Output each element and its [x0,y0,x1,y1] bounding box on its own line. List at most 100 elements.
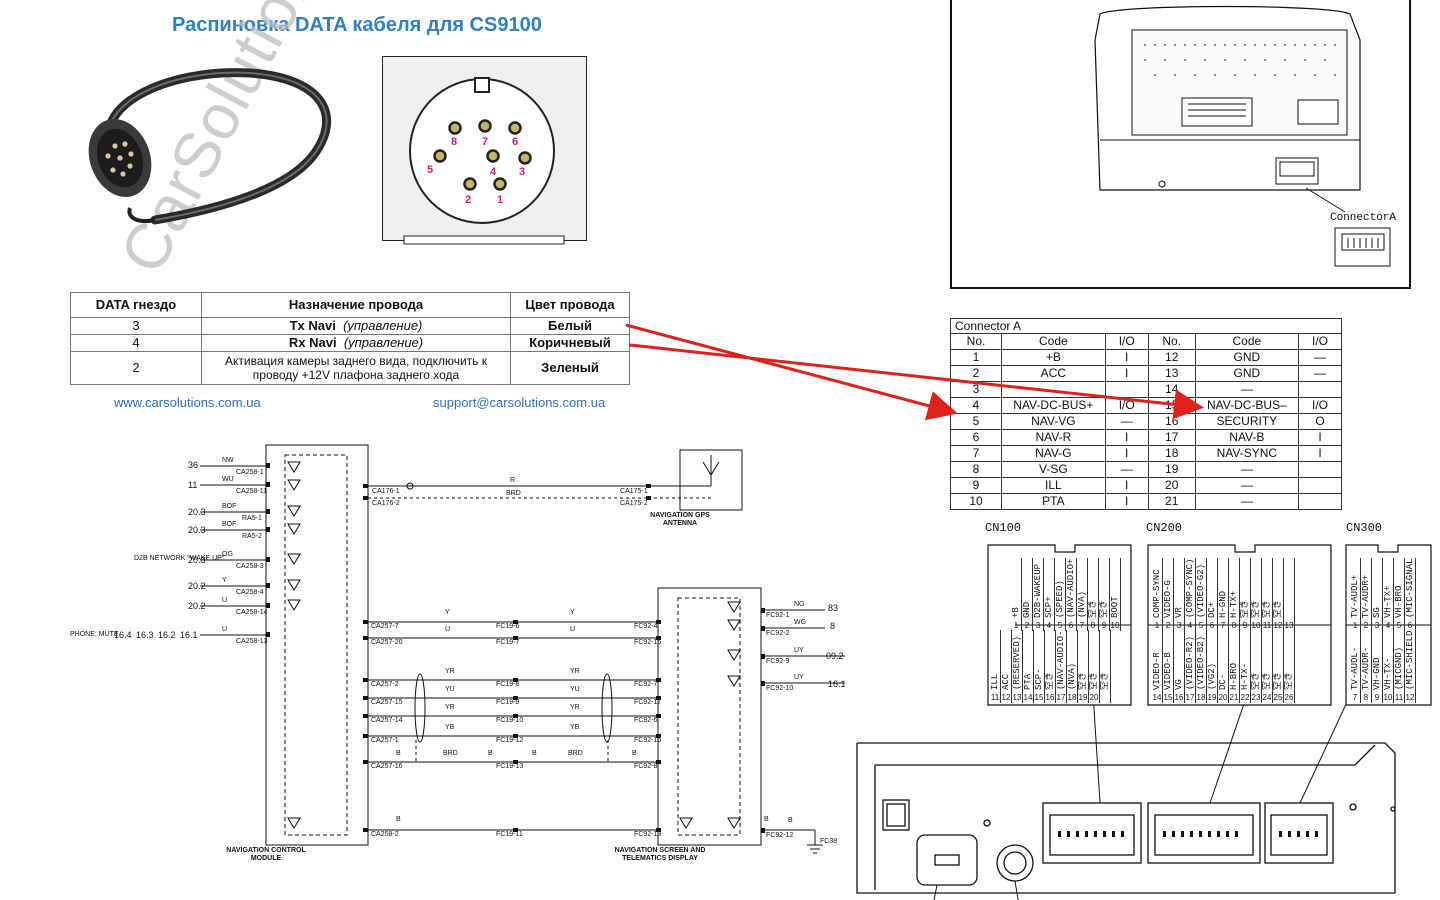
pin-no: 10 [950,493,1002,510]
cn100-bottom-pin: (RESERVED)13 [1012,630,1023,703]
connector-a-label: ConnectorA [1330,212,1397,224]
pin-number: 18 [1196,692,1207,703]
connector-a-caption: Connector A [950,318,1342,333]
pin-label: +B [1011,558,1022,620]
pin-signal-name: VR [1174,607,1184,618]
pin-number: 17 [1185,692,1196,703]
pin-label: H-GND [1218,558,1229,620]
wire-color: B [396,750,401,757]
pin-signal-name: (MIC-SIGNAL) [1405,558,1415,618]
pin-label: 空き [1045,630,1056,692]
connector-tag: 16.3 [136,630,154,640]
pin-signal-name: D2B-WAKEUP [1033,563,1043,618]
connector-tag: 16.4 [114,630,132,640]
pin-io: I [1298,445,1342,462]
pin-signal-name: (VIDEO-G2) [1196,563,1206,618]
pin-io: I [1104,477,1149,494]
pin-signal-name: (MIC-SHIELD) [1405,630,1415,690]
pin-label: (NAV-AUDIO+) [1066,558,1077,620]
pin-signal-name: DC+ [1207,601,1217,618]
pin-code: — [1194,461,1300,478]
cn100-top-pin: (NAV-AUDIO+)6 [1066,558,1077,631]
connector-tag: 83 [828,603,839,613]
wire-color: B [396,816,401,823]
pin-signal-name: VG [1174,679,1184,690]
pin-label: (SPEED) [1055,558,1066,620]
pin-number: 9 [1099,620,1110,631]
pin-code: NAV-R [1001,429,1106,446]
pin-signal-name: VIDEO-R [1152,652,1162,690]
pin-signal-name: VH-BRO [1394,585,1404,618]
pin-signal-name: SCP- [1034,668,1044,690]
cn200-bottom-pin: H-TX-22 [1240,630,1251,703]
connector-id: CA257-1 [371,737,399,744]
pin-signal-name: 空き [1273,671,1283,690]
pin-no: 16 [1147,413,1196,430]
pin-signal-name: BOOT [1110,596,1120,618]
pin-number: 10 [1383,692,1394,703]
cn100-top-pin: (SPEED)5 [1055,558,1066,631]
pin-signal-name: COMP-SYNC [1152,569,1162,618]
pin-signal-name: (VIDEO-R2) [1185,635,1195,690]
col-no: No. [950,333,1002,350]
pin-code [1001,381,1106,398]
pin-signal-name: SG [1372,607,1382,618]
pin-signal-name: 空き [1099,599,1109,618]
connector-id: CA257-2 [371,681,399,688]
connector-id: CA175-2 [620,500,648,507]
cn200-top-pin: DC+6 [1207,558,1218,631]
connector-id: FC92-2 [766,630,790,637]
pin-label: (VIDEO-B2) [1196,630,1207,692]
cn100-bottom-pin: SCP-15 [1034,630,1045,703]
pin-no: 12 [1147,349,1196,366]
module-caption: NAVIGATION CONTROL MODULE [226,847,306,862]
page-title: Распиновка DATA кабеля для CS9100 [172,14,542,36]
pin-number: 11 [1394,692,1405,703]
pin-label: 空き [1262,630,1273,692]
cn300-bottom-pin: (MIC-SHIELD)12 [1405,630,1416,703]
pin-code: — [1194,493,1300,510]
pin-number: 3 [1174,620,1185,631]
arrow-tx-to-bus-plus [625,323,958,421]
table-row: 4 Rx Navi (управление) Коричневый [70,334,630,352]
wire-color: BOF [222,521,237,528]
wire-color: YB [570,724,580,731]
pin-no: 15 [1147,397,1196,414]
pin-signal-name: (SPEED) [1055,580,1065,618]
col-io: I/O [1298,333,1342,350]
connector-id: CA258-4 [236,589,264,596]
row-function-name: Rx Navi [288,335,337,350]
pin-label: 空き [1088,558,1099,620]
pin-io: I [1104,445,1149,462]
site-link[interactable]: www.carsolutions.com.ua [114,395,261,410]
cn300-bottom-pin: VH-TX-10 [1383,630,1394,703]
connector-tag: 20.3 [188,507,206,517]
pin-no: 4 [950,397,1002,414]
connector-tag: 16.1 [828,679,846,689]
connector-id: CA175-1 [620,488,648,495]
pin-io [1298,477,1342,494]
support-email-link[interactable]: support@carsolutions.com.ua [433,395,606,410]
pin-number: 4 [1185,620,1196,631]
pin-number: 7 [1077,620,1088,631]
pin-code: NAV-G [1001,445,1106,462]
wire-color: BOF [222,503,237,510]
pin-code: GND [1194,349,1300,366]
pin-io: — [1298,365,1342,382]
pin-number: 7 [1350,692,1361,703]
pin-label: 空き [1262,558,1273,620]
wire-color: NW [222,457,234,464]
pin-number: 2 [1022,620,1033,631]
connector-tag: 20.3 [188,525,206,535]
cn300-bottom-pin: TV-AUDR-8 [1361,630,1372,703]
